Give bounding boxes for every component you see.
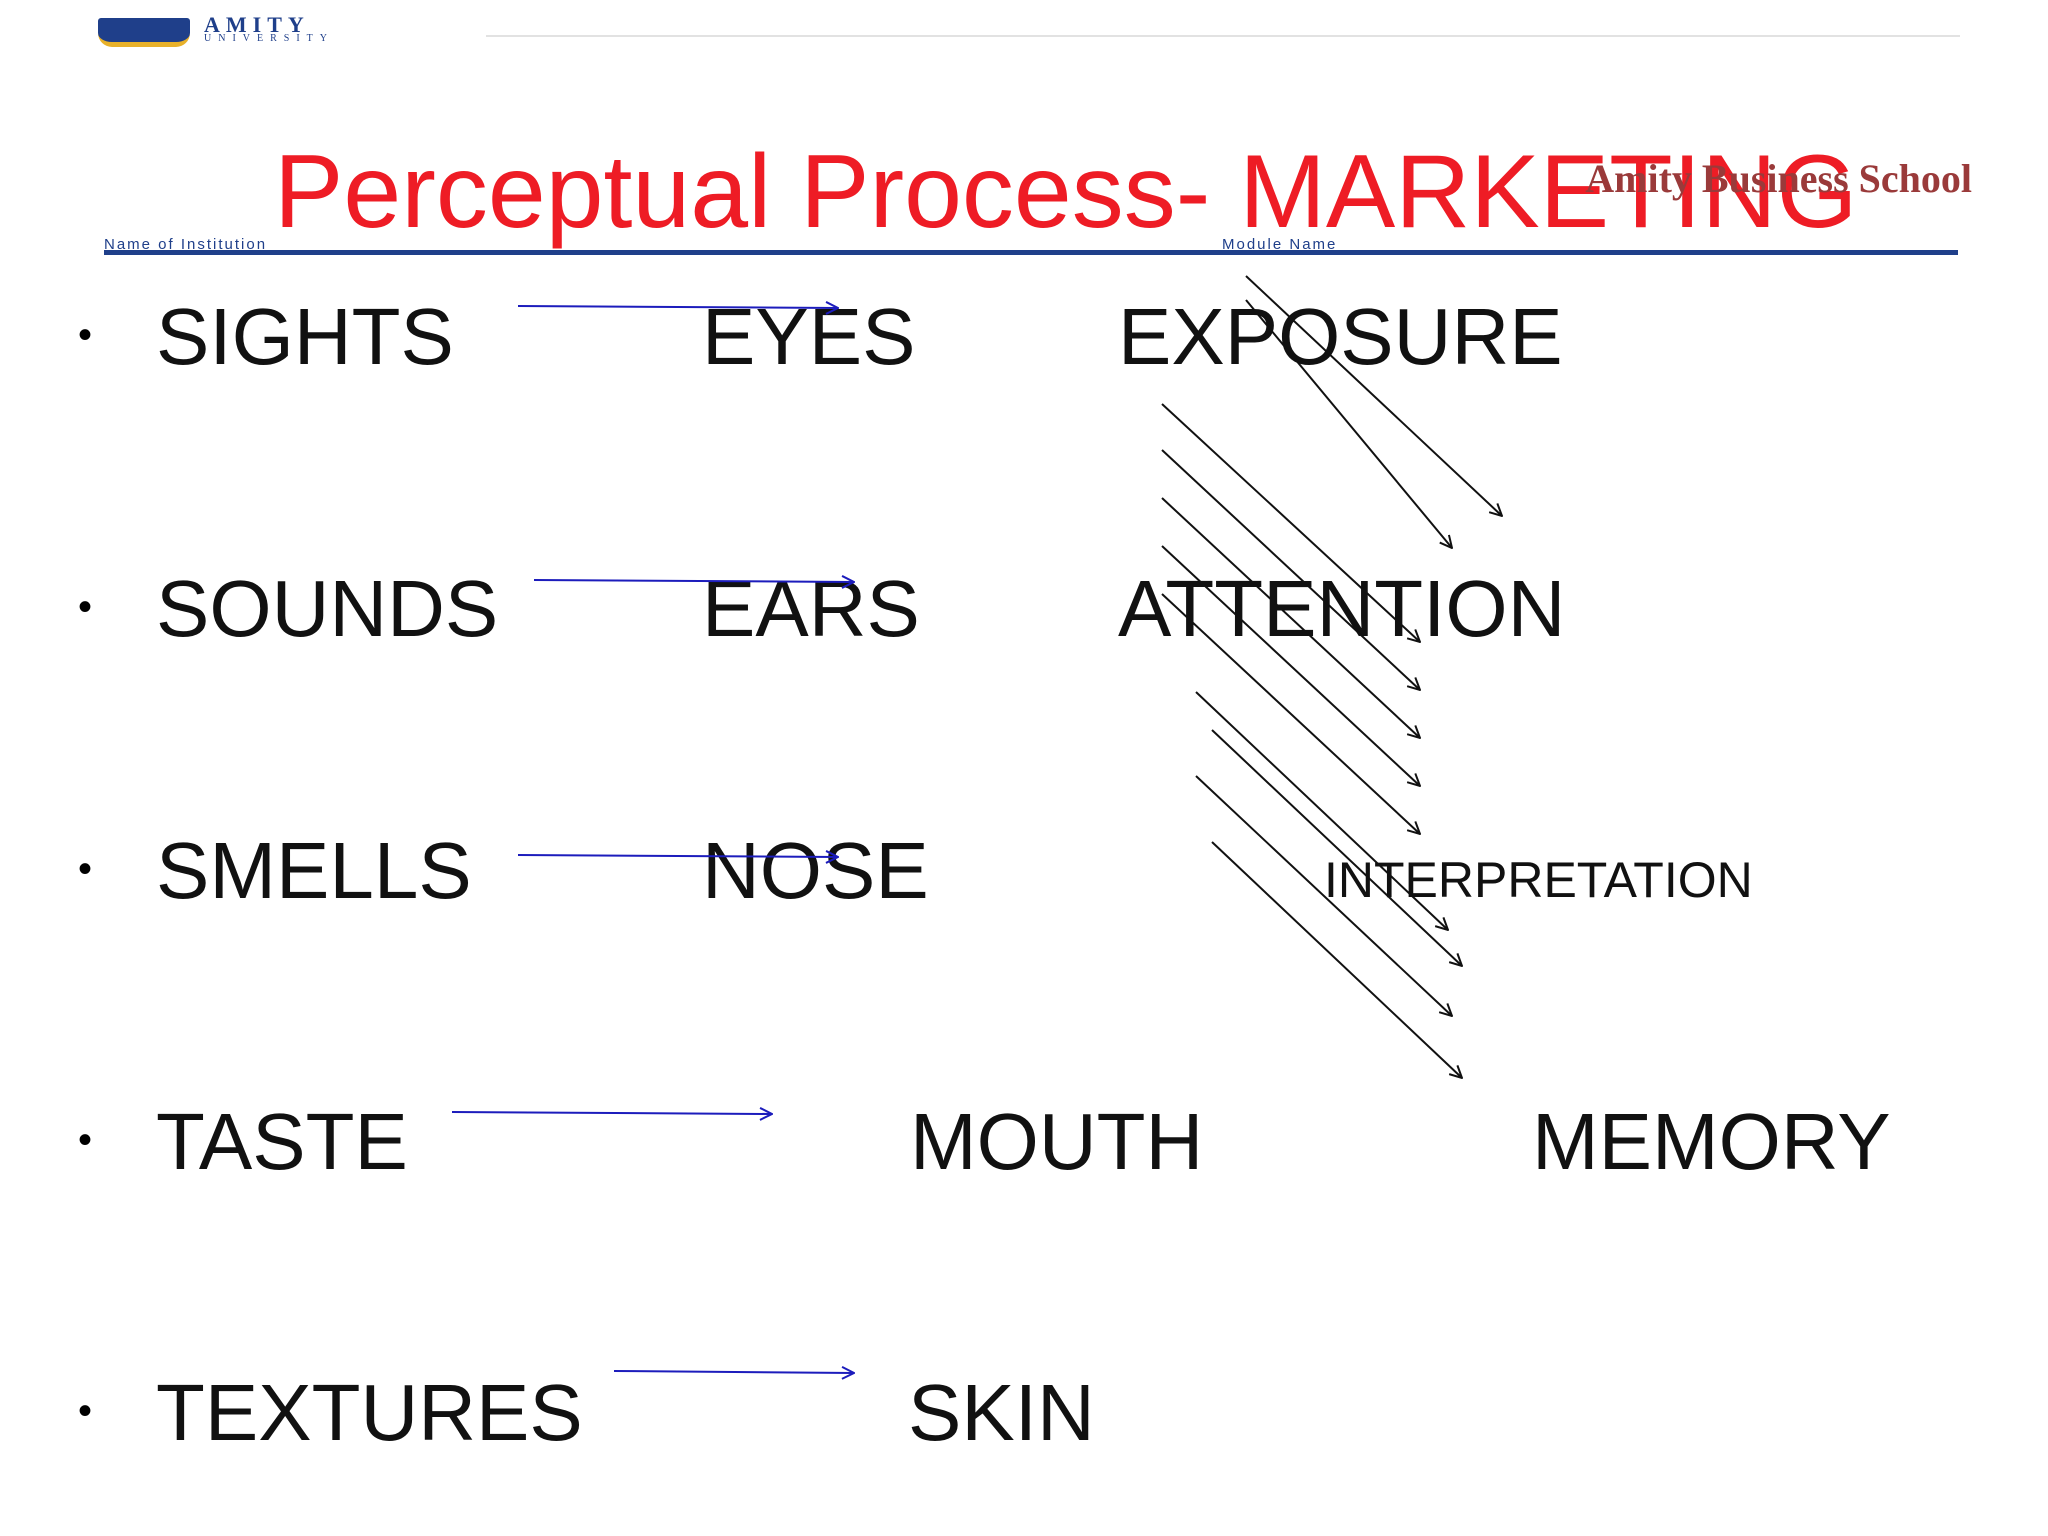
institution-label: Name of Institution: [104, 236, 268, 253]
slide-title: Perceptual Process- MARKETING: [274, 134, 1858, 250]
bullet-2: •: [78, 585, 93, 629]
organ-mouth: MOUTH: [910, 1097, 1204, 1186]
logo-text: AMITY: [204, 12, 310, 37]
school-name: Amity Business School: [1585, 156, 1972, 201]
title-divider: [104, 250, 1958, 255]
sense-arrow-taste: [451, 1112, 772, 1114]
bullet-1: •: [78, 313, 93, 357]
amity-logo: AMITY UNIVERSITY: [98, 12, 450, 47]
organ-nose: NOSE: [702, 826, 929, 915]
logo-emblem-icon: [98, 18, 190, 47]
stage-interpretation: INTERPRETATION: [1324, 852, 1753, 908]
organ-ears: EARS: [702, 564, 920, 653]
stimulus-sounds: SOUNDS: [156, 564, 499, 653]
flow-arrow-9: [1211, 729, 1462, 966]
header-divider: [486, 35, 1960, 37]
stage-memory: MEMORY: [1532, 1097, 1891, 1186]
stimulus-smells: SMELLS: [156, 826, 472, 915]
stimulus-sights: SIGHTS: [156, 292, 454, 381]
sense-arrow-textures: [613, 1371, 854, 1373]
stimulus-textures: TEXTURES: [156, 1368, 583, 1457]
stage-attention: ATTENTION: [1118, 564, 1566, 653]
bullet-3: •: [78, 847, 93, 891]
organ-skin: SKIN: [908, 1368, 1095, 1457]
organ-eyes: EYES: [702, 292, 916, 381]
bullet-4: •: [78, 1118, 93, 1162]
bullet-5: •: [78, 1389, 93, 1433]
module-label: Module Name: [1222, 236, 1338, 253]
stage-exposure: EXPOSURE: [1118, 292, 1563, 381]
logo-subtext: UNIVERSITY: [204, 33, 334, 44]
stimulus-taste: TASTE: [156, 1097, 408, 1186]
